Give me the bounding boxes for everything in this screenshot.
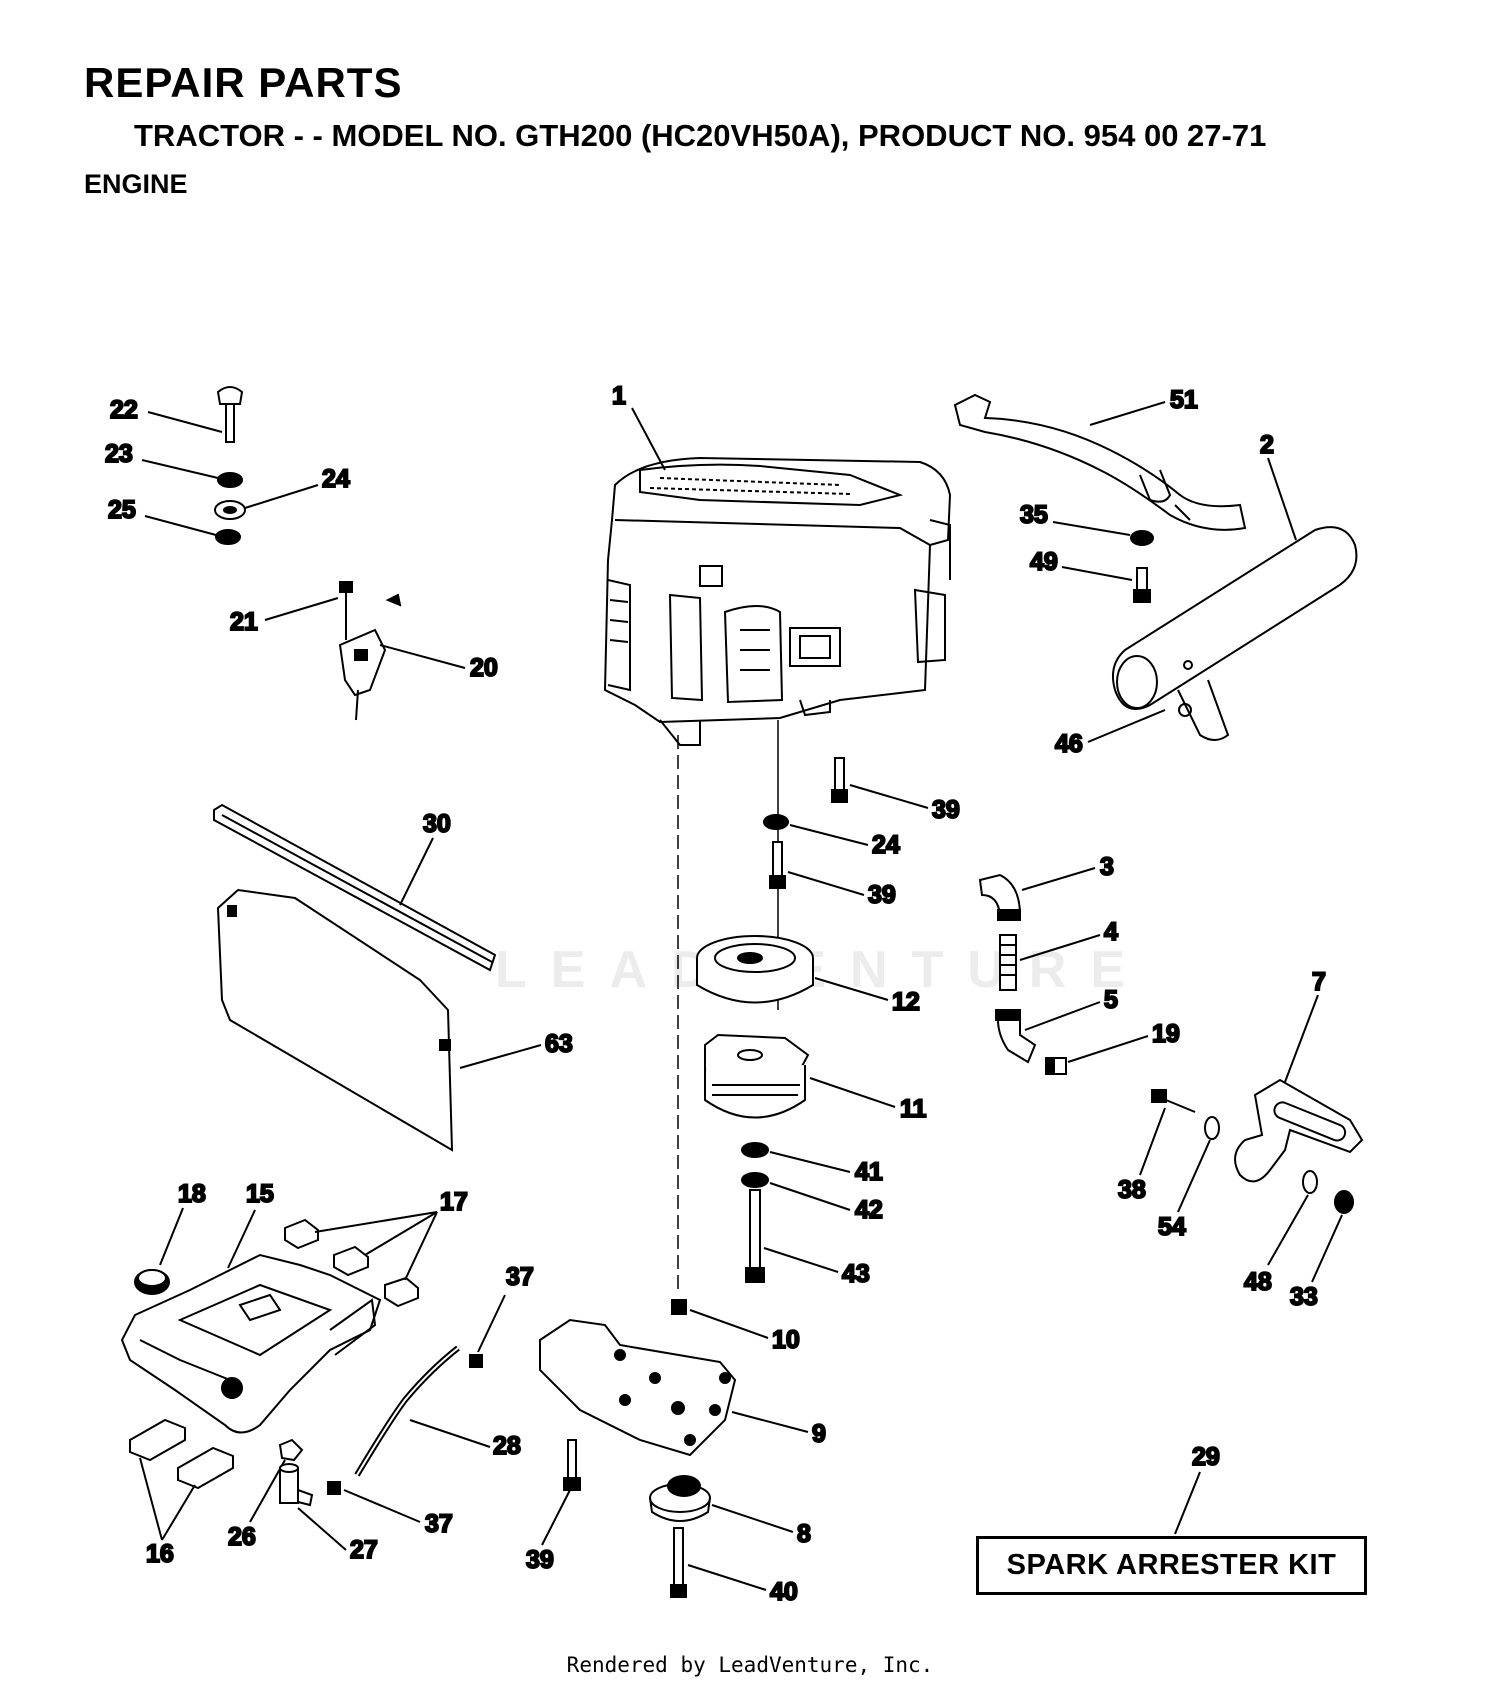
callout-21: 21 [230,608,258,636]
bolt-39-middle[interactable] [769,841,786,889]
callout-40: 40 [770,1578,798,1606]
spark-arrester-kit-label[interactable]: SPARK ARRESTER KIT [976,1536,1367,1595]
heat-shield-63[interactable] [216,888,454,1152]
washer-24-top[interactable] [214,500,246,520]
callout-37: 37 [425,1510,453,1538]
callout-19: 19 [1152,1020,1180,1048]
callout-43: 43 [842,1260,870,1288]
callout-51: 51 [1170,386,1198,414]
washer-54[interactable] [1204,1116,1220,1140]
bolt-38[interactable] [1151,1089,1196,1113]
bolt-40[interactable] [670,1527,687,1598]
hose-28[interactable] [354,1345,460,1477]
callout-46: 46 [1055,730,1083,758]
bolt-39-upper[interactable] [831,757,848,803]
callout-4: 4 [1104,918,1118,946]
callout-24: 24 [322,465,350,493]
nut-33[interactable] [1334,1190,1354,1214]
callout-54: 54 [1158,1213,1186,1241]
washer-24-lower[interactable] [763,814,789,830]
callout-27: 27 [350,1536,378,1564]
nut-35[interactable] [1130,530,1154,546]
callout-29: 29 [1192,1443,1220,1471]
exhaust-pipe-part[interactable] [953,393,1247,531]
callout-28: 28 [493,1432,521,1460]
callout-9: 9 [812,1420,826,1448]
callout-3: 3 [1100,853,1114,881]
elbow-5[interactable] [995,1008,1037,1064]
callout-15: 15 [246,1180,274,1208]
washer-41[interactable] [741,1142,769,1158]
mounting-plate-9[interactable] [539,1318,737,1457]
pad-17-c[interactable] [384,1276,419,1308]
callout-24: 24 [872,831,900,859]
bolt-43[interactable] [745,1189,765,1283]
bracket-20[interactable] [338,593,402,721]
callout-25: 25 [108,496,136,524]
elbow-3[interactable] [978,873,1022,921]
callout-8: 8 [797,1520,811,1548]
callout-12: 12 [892,988,920,1016]
page-title: REPAIR PARTS [84,59,403,106]
clamp-37-lower[interactable] [327,1481,341,1495]
callout-18: 18 [178,1180,206,1208]
callout-10: 10 [772,1326,800,1354]
callout-38: 38 [1118,1176,1146,1204]
nut-25[interactable] [215,529,241,545]
pad-17-a[interactable] [284,1218,319,1250]
callout-11: 11 [900,1095,927,1123]
pad-16-b[interactable] [177,1446,234,1490]
washer-23[interactable] [217,472,243,488]
cap-18[interactable] [134,1269,170,1295]
callout-22: 22 [110,396,138,424]
clamp-37-upper[interactable] [469,1354,483,1368]
callout-39: 39 [526,1546,554,1574]
muffler-part[interactable] [1112,526,1358,741]
callout-39: 39 [932,796,960,824]
bolt-22[interactable] [216,386,244,443]
callout-30: 30 [423,810,451,838]
cap-19[interactable] [1045,1057,1067,1075]
engine-part[interactable] [603,456,952,746]
callout-5: 5 [1104,986,1118,1014]
bolt-39-lower[interactable] [563,1439,581,1491]
callout-2: 2 [1260,431,1274,459]
callout-33: 33 [1290,1283,1318,1311]
callout-48: 48 [1244,1268,1272,1296]
washer-42[interactable] [741,1172,769,1188]
callout-63: 63 [545,1030,573,1058]
pad-17-b[interactable] [333,1245,369,1277]
callout-23: 23 [105,440,133,468]
callout-35: 35 [1020,501,1048,529]
spacer-10[interactable] [671,1299,687,1315]
callout-16: 16 [146,1540,174,1568]
pad-16-a[interactable] [129,1418,186,1462]
bolt-49[interactable] [1133,567,1151,603]
callout-37: 37 [506,1263,534,1291]
pulley-12[interactable] [696,935,814,1004]
screw-21[interactable] [339,581,353,640]
nipple-4[interactable] [999,934,1017,991]
air-cleaner-base-15[interactable] [120,1253,382,1434]
strip-30[interactable] [213,803,497,972]
callout-41: 41 [855,1158,883,1186]
muffler-bracket-7[interactable] [1234,1078,1364,1183]
callout-7: 7 [1312,968,1326,996]
callout-42: 42 [855,1196,883,1224]
washer-48[interactable] [1302,1170,1318,1194]
callout-20: 20 [470,654,498,682]
nut-26[interactable] [278,1438,304,1462]
callout-1: 1 [612,382,626,410]
idler-pulley-8[interactable] [649,1475,711,1522]
callout-17: 17 [440,1188,468,1216]
footer-credit: Rendered by LeadVenture, Inc. [566,1653,934,1677]
callout-49: 49 [1030,548,1058,576]
model-subtitle: TRACTOR - - MODEL NO. GTH200 (HC20VH50A)… [134,118,1267,153]
section-label: ENGINE [84,169,188,199]
callout-39: 39 [868,881,896,909]
clutch-11[interactable] [704,1033,810,1119]
breather-27[interactable] [279,1463,314,1507]
callout-26: 26 [228,1523,256,1551]
